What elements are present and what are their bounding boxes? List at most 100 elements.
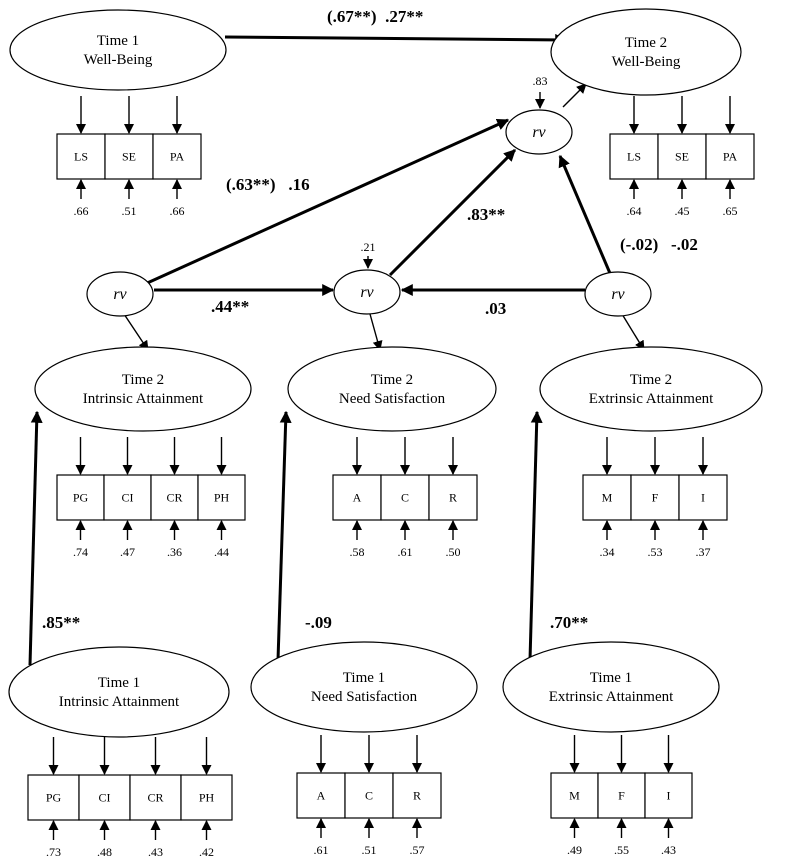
residual-wb-label: rv xyxy=(532,124,546,141)
residual-wb-circle xyxy=(505,109,573,155)
error-value: .65 xyxy=(723,204,738,218)
indicator-label: PA xyxy=(723,150,738,164)
indicator-box xyxy=(392,772,442,819)
error-value: .64 xyxy=(627,204,642,218)
indicator-box xyxy=(103,474,152,521)
indicator-label: CI xyxy=(122,491,134,505)
error-value: .55 xyxy=(614,843,629,857)
ia-residual-to-construct-arrow xyxy=(123,313,149,351)
coef-ns-stability: -.09 xyxy=(305,613,332,632)
path-ia-residual-to-wb-residual xyxy=(144,118,510,286)
construct-t1-ia-time: Time 1 xyxy=(98,675,140,691)
indicator-groups: LS.66SE.51PA.66LS.64SE.45PA.65PG.74CI.47… xyxy=(27,96,755,859)
path-ns-residual-to-wb-residual xyxy=(388,148,517,277)
indicator-label: CR xyxy=(166,491,182,505)
residual-ns-value: .21 xyxy=(361,240,376,254)
indicator-label: C xyxy=(401,491,409,505)
construct-t2-wb-name: Well-Being xyxy=(612,54,681,70)
indicator-box xyxy=(197,474,246,521)
indicator-box xyxy=(609,133,659,180)
indicator-label: R xyxy=(449,491,457,505)
construct-t1-ns-time: Time 1 xyxy=(343,670,385,686)
construct-t2-ia-time: Time 2 xyxy=(122,372,164,388)
error-value: .74 xyxy=(73,545,88,559)
error-value: .45 xyxy=(675,204,690,218)
indicator-label: PH xyxy=(199,791,215,805)
coef-ea-to-wb: (-.02) -.02 xyxy=(620,235,698,254)
indicator-label: R xyxy=(413,789,421,803)
error-value: .34 xyxy=(600,545,615,559)
residual-ia-circle xyxy=(86,271,154,317)
error-value: .66 xyxy=(170,204,185,218)
error-value: .36 xyxy=(167,545,182,559)
indicator-label: C xyxy=(365,789,373,803)
residual-ia-label: rv xyxy=(113,286,127,303)
construct-t1-ia-ellipse xyxy=(8,646,230,738)
structural-paths xyxy=(28,33,614,666)
residual-ea-circle xyxy=(584,271,652,317)
residual-ns-circle xyxy=(333,269,401,315)
error-value: .43 xyxy=(148,845,163,859)
error-value: .44 xyxy=(214,545,229,559)
error-value: .51 xyxy=(122,204,137,218)
construct-t2-ia-ellipse xyxy=(34,346,252,432)
path-ns-stability xyxy=(276,410,292,661)
error-value: .73 xyxy=(46,845,61,859)
indicator-label: F xyxy=(618,789,625,803)
indicator-label: M xyxy=(569,789,580,803)
error-value: .61 xyxy=(314,843,329,857)
error-value: .47 xyxy=(120,545,135,559)
construct-t1-wb-name: Well-Being xyxy=(84,52,153,68)
indicator-label: PG xyxy=(46,791,62,805)
indicator-label: F xyxy=(652,491,659,505)
path-ea-residual-to-wb-residual xyxy=(558,154,614,279)
error-value: .58 xyxy=(350,545,365,559)
construct-t1-ns-ellipse xyxy=(250,641,478,733)
construct-t2-ns-ellipse xyxy=(287,346,497,432)
construct-t1-ea-ellipse xyxy=(502,641,720,733)
indicator-label: A xyxy=(317,789,326,803)
construct-t2-ns-name: Need Satisfaction xyxy=(339,391,446,407)
construct-t1-wb-time: Time 1 xyxy=(97,33,139,49)
indicator-box xyxy=(78,774,131,821)
indicator-label: CI xyxy=(99,791,111,805)
residual-to-wb-arrow xyxy=(562,83,587,108)
indicator-box xyxy=(644,772,693,819)
error-value: .37 xyxy=(696,545,711,559)
construct-t2-ea-name: Extrinsic Attainment xyxy=(589,391,714,407)
indicator-box xyxy=(582,474,632,521)
indicator-box xyxy=(129,774,182,821)
residual-ns-label: rv xyxy=(360,284,374,301)
construct-t2-wb-time: Time 2 xyxy=(625,35,667,51)
indicator-box xyxy=(380,474,430,521)
indicator-label: SE xyxy=(122,150,136,164)
indicator-label: CR xyxy=(147,791,163,805)
error-value: .51 xyxy=(362,843,377,857)
coef-ns-to-wb: .83** xyxy=(467,205,505,224)
construct-t1-ea-name: Extrinsic Attainment xyxy=(549,689,674,705)
indicator-label: LS xyxy=(627,150,641,164)
indicator-box xyxy=(152,133,202,180)
coef-ia-to-wb: (.63**) .16 xyxy=(226,175,310,194)
error-value: .61 xyxy=(398,545,413,559)
error-value: .48 xyxy=(97,845,112,859)
construct-t2-wb-ellipse xyxy=(550,8,742,96)
error-value: .66 xyxy=(74,204,89,218)
residual-wb-value: .83 xyxy=(533,74,548,88)
indicator-label: PH xyxy=(214,491,230,505)
indicator-label: I xyxy=(667,789,671,803)
indicator-box xyxy=(104,133,154,180)
construct-t1-wb-ellipse xyxy=(9,9,227,91)
error-value: .42 xyxy=(199,845,214,859)
error-value: .49 xyxy=(567,843,582,857)
residual-nodes xyxy=(86,109,652,317)
ns-residual-to-construct-arrow xyxy=(369,313,383,351)
construct-t2-ns-time: Time 2 xyxy=(371,372,413,388)
ea-residual-to-construct-arrow xyxy=(621,313,645,351)
indicator-label: I xyxy=(701,491,705,505)
indicator-label: PA xyxy=(170,150,185,164)
indicator-label: LS xyxy=(74,150,88,164)
error-value: .43 xyxy=(661,843,676,857)
residual-ea-label: rv xyxy=(611,286,625,303)
